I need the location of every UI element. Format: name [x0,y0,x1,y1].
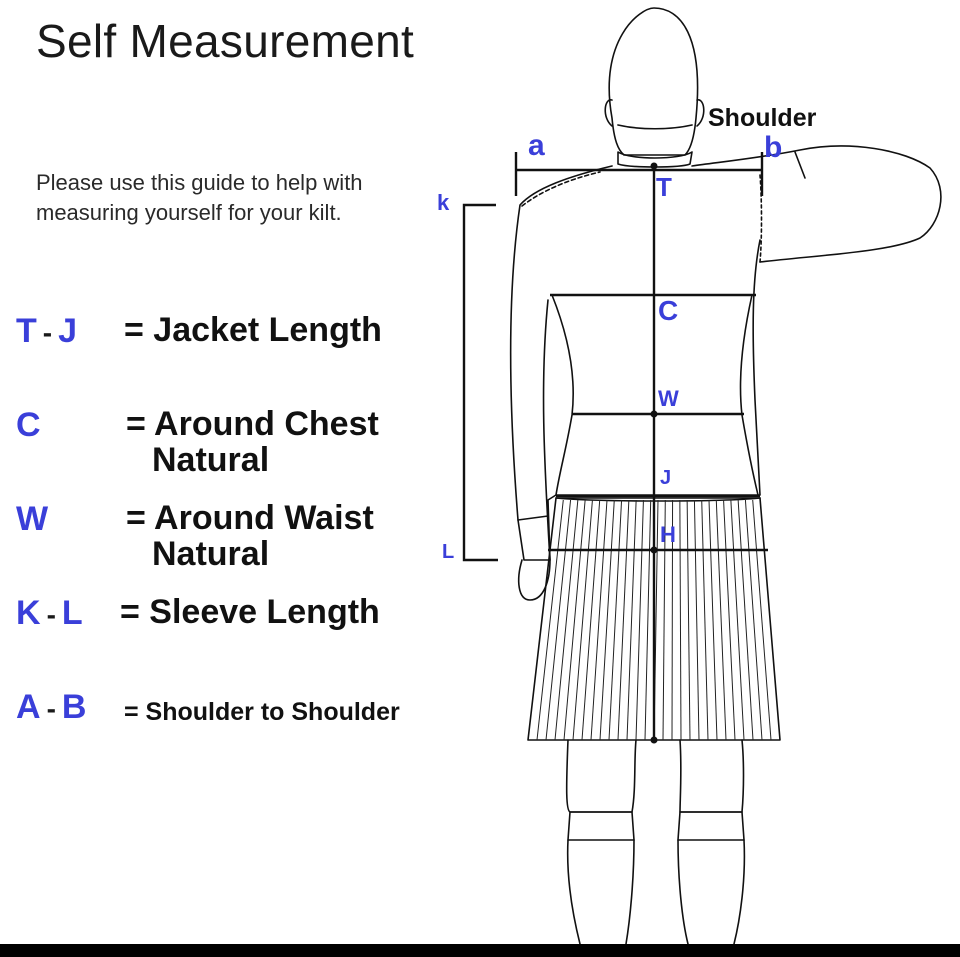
code-from: T [16,312,37,350]
kilt-pleat [536,499,564,741]
label-shoulder: Shoulder [708,104,817,132]
point-t [650,162,658,170]
kilt-pleat [626,499,637,741]
kilt-pleat [752,499,772,741]
kilt-pleat [563,499,586,741]
kilt-pleat [723,499,736,741]
legend-continuation: Natural [152,441,270,479]
legend-description: = Sleeve Length [120,593,380,631]
kilt-pleat [554,499,579,741]
code-from: A [16,688,41,726]
kilt-pleat [662,499,666,741]
kilt-pleat [686,499,691,741]
kilt-pleat [693,499,700,741]
hairline [617,124,693,130]
code-to: L [61,594,83,632]
left-hand [517,559,551,601]
raised-arm-outline [691,145,942,263]
kilt-outline [527,497,781,741]
legend-code: K-L [16,594,83,633]
kilt-pleat [572,499,593,741]
legend-description: = Jacket Length [124,311,382,349]
left-sleeve-inner [542,299,551,561]
kilt-pleat [590,499,608,741]
label-w: W [658,386,679,411]
label-j: J [660,467,671,489]
left-cuff [517,515,549,521]
kilt-apron-line [555,497,761,502]
kilt-pleat [715,499,727,741]
code-from: K [16,594,41,632]
left-jacket-seam [551,294,574,496]
legend-code: A-B [16,688,86,727]
legend-code: W [16,500,48,539]
collar [617,151,693,168]
legend-description: = Shoulder to Shoulder [124,698,400,726]
label-k: k [437,190,450,215]
code-from: W [16,500,49,538]
legend-continuation: Natural [152,535,270,573]
right-leg [679,739,745,813]
left-epaulette [521,171,601,207]
code-from: C [16,406,41,444]
legend-description: = Around Waist [126,499,374,537]
page-title: Self Measurement [36,15,415,67]
kilt-pleat [599,499,615,741]
left-ear [604,99,613,127]
right-ear [696,99,705,127]
point-bottom [650,736,658,744]
label-b: b [764,131,782,164]
left-leg [565,739,637,813]
label-l: L [442,541,454,563]
intro-text: Please use this guide to help with measu… [36,170,363,225]
kilt-pleats [536,499,772,741]
legend-code: C [16,406,41,445]
kilt-pleat [737,499,754,741]
bottom-border-bar [0,944,960,957]
label-a: a [528,129,545,162]
right-hose-top [677,811,745,841]
point-h [650,546,658,554]
kilt-pleat [701,499,709,741]
kilt-pleat [581,499,601,741]
legend-description: = Around Chest [126,405,379,443]
kilt-pleat [730,499,745,741]
code-to: J [58,312,78,350]
code-sep: - [42,317,53,348]
sleeve-length-bracket [462,203,498,562]
code-sep: - [46,599,56,630]
kilt-pleat [679,499,682,741]
right-hose [677,839,746,945]
label-h: H [660,522,676,547]
kilt-pleat [545,499,572,741]
code-sep: - [46,693,56,724]
kilt-pleat [644,499,652,741]
arm-inner-line [759,174,763,263]
left-hose [566,839,635,945]
kilt-pleat [708,499,718,741]
kilt-pleat [635,499,644,741]
label-t: T [656,172,672,202]
head-outline [608,7,699,156]
code-to: B [61,688,87,726]
left-hose-top [567,811,635,841]
kilt-pleat [671,499,674,741]
kilt-pleat [617,499,630,741]
label-c: C [658,295,678,326]
point-w [650,410,658,418]
arm-cuff [794,151,806,179]
legend-code: T-J [16,312,77,351]
jacket-outline [509,165,761,561]
kilt-pleat [744,499,763,741]
kilt-pleat [608,499,623,741]
